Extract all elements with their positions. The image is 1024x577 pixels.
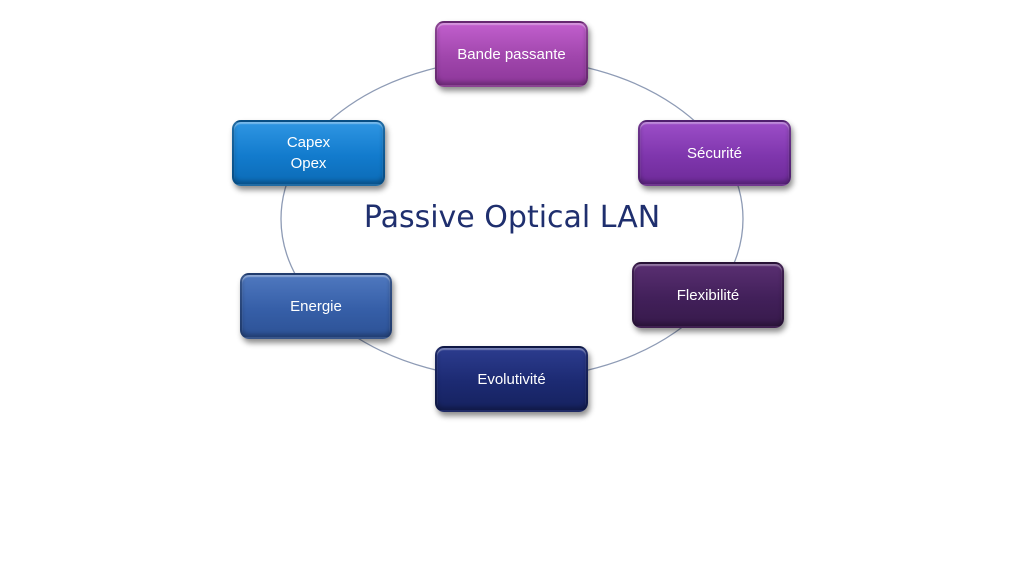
node-label-line1: Capex [286, 134, 331, 151]
node-label: Flexibilité [676, 286, 740, 304]
node-flexibilite: Flexibilité [632, 262, 784, 328]
node-bande-passante: Bande passante [435, 21, 588, 87]
node-label-line2: Opex [290, 155, 327, 172]
node-label: Evolutivité [477, 370, 546, 388]
node-capex-opex: Capex Opex [232, 120, 385, 186]
node-label: Sécurité [686, 144, 743, 162]
node-evolutivite: Evolutivité [435, 346, 588, 412]
diagram-title: Passive Optical LAN [363, 200, 661, 235]
node-label: Energie [290, 297, 342, 315]
node-label: Bande passante [457, 45, 566, 63]
node-energie: Energie [240, 273, 392, 339]
node-securite: Sécurité [638, 120, 791, 186]
